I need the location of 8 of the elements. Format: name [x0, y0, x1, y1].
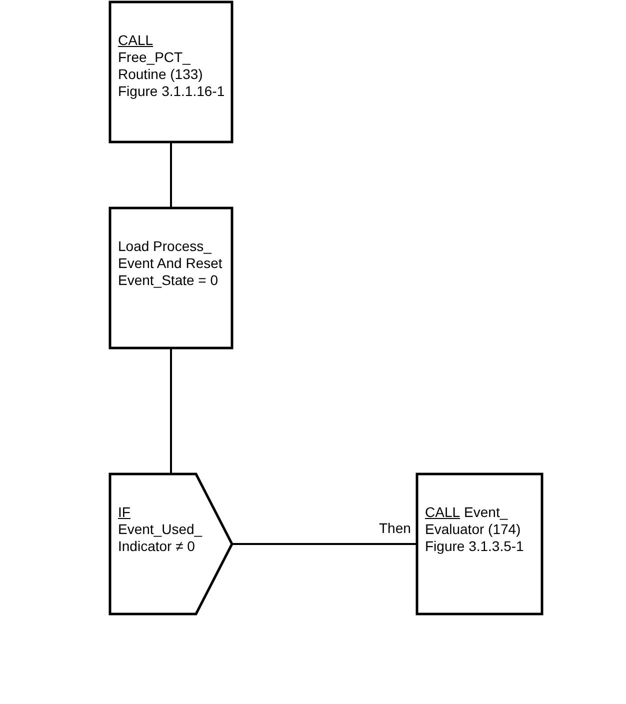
node-text: Load Process_ Event And Reset Event_State = 0 — [118, 238, 224, 289]
edge-label: Then — [377, 520, 413, 536]
node-text: CALL Free_PCT_ Routine (133) Figure 3.1.1.16-1 — [118, 32, 226, 100]
node-text: IF Event_Used_ Indicator ≠ 0 — [118, 504, 204, 555]
connector-line — [170, 142, 172, 208]
connector-line — [232, 543, 417, 545]
node-text: CALL Event_ Evaluator (174) Figure 3.1.3.5-1 — [425, 504, 525, 555]
connector-line — [170, 348, 172, 474]
